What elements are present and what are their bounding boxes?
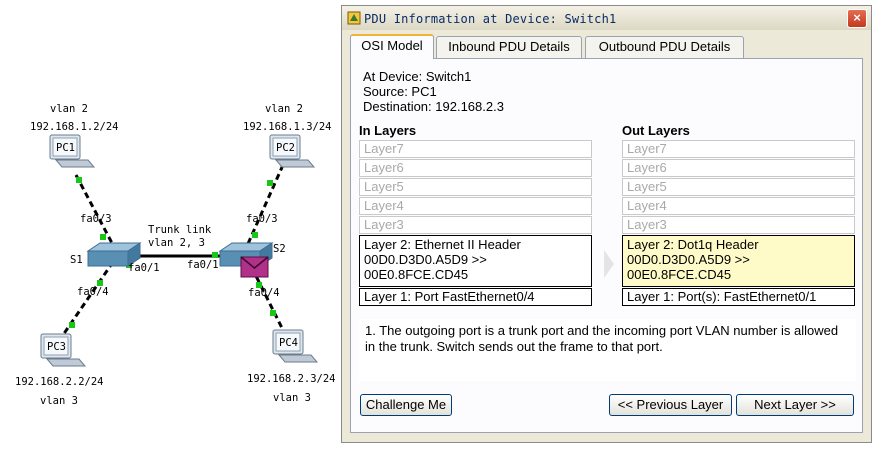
tab-osi-model[interactable]: OSI Model [350, 34, 434, 59]
out-layer-2[interactable]: Layer 2: Dot1q Header 00D0.D3D0.A5D9 >> … [622, 235, 855, 287]
in-layer-2-title: Layer 2: Ethernet II Header [364, 237, 521, 252]
out-layer-2-title: Layer 2: Dot1q Header [627, 237, 759, 252]
switch-s2-label: S2 [273, 243, 286, 255]
cable-s2-pc4 [250, 267, 285, 331]
out-layer-1[interactable]: Layer 1: Port(s): FastEthernet0/1 [622, 288, 855, 306]
dialog-title: PDU Information at Device: Switch1 [364, 12, 617, 26]
packet-tracer-icon [347, 11, 361, 25]
at-device-text: At Device: Switch1 [363, 69, 472, 84]
pc4-icon [272, 329, 319, 363]
out-layer-4[interactable]: Layer4 [622, 197, 855, 215]
network-topology[interactable]: PC1 PC2 PC3 PC4 vlan 2 192.168.1.2/24 vl… [0, 0, 340, 452]
link-light [252, 232, 258, 238]
link-light [69, 322, 75, 328]
close-button[interactable]: × [847, 9, 867, 28]
out-layer-5[interactable]: Layer5 [622, 178, 855, 196]
out-layer-6[interactable]: Layer6 [622, 159, 855, 177]
pc1-icon [49, 134, 96, 168]
pdu-info-dialog: PDU Information at Device: Switch1 × OSI… [341, 5, 872, 443]
trunk-vlans-label: vlan 2, 3 [148, 237, 205, 249]
switch-s1-icon [86, 242, 142, 267]
in-layer-6[interactable]: Layer6 [359, 159, 592, 177]
port-label: fa0/4 [77, 286, 109, 298]
tab-inbound-pdu-details[interactable]: Inbound PDU Details [436, 36, 582, 58]
pc3-vlan: vlan 3 [40, 395, 78, 407]
link-light [270, 310, 276, 316]
link-light [100, 234, 106, 240]
port-label: fa0/3 [80, 213, 112, 225]
source-text: Source: PC1 [363, 84, 437, 99]
pc1-ip: 192.168.1.2/24 [30, 121, 119, 133]
pc2-icon [269, 134, 316, 168]
in-layer-2-src-mac: 00D0.D3D0.A5D9 >> [364, 252, 487, 267]
in-layer-7[interactable]: Layer7 [359, 140, 592, 158]
pc4-vlan: vlan 3 [273, 392, 311, 404]
port-label: fa0/4 [248, 287, 280, 299]
link-light [256, 282, 262, 288]
link-light [267, 180, 273, 186]
trunk-link-label: Trunk link [148, 224, 212, 236]
in-layer-4[interactable]: Layer4 [359, 197, 592, 215]
in-layer-1[interactable]: Layer 1: Port FastEthernet0/4 [359, 288, 592, 306]
tab-outbound-pdu-details[interactable]: Outbound PDU Details [585, 36, 744, 58]
pc3-ip: 192.168.2.2/24 [15, 376, 104, 388]
pc4-label: PC4 [279, 337, 298, 349]
pc2-ip: 192.168.1.3/24 [243, 121, 332, 133]
in-layer-2-dst-mac: 00E0.8FCE.CD45 [364, 267, 469, 282]
pc3-icon [40, 333, 87, 367]
in-layers-header: In Layers [359, 123, 417, 138]
out-layers-header: Out Layers [622, 123, 690, 138]
pc2-vlan: vlan 2 [265, 103, 303, 115]
cable-pc1-s1 [74, 174, 115, 246]
switch-s1-label: S1 [70, 254, 83, 266]
in-layer-2[interactable]: Layer 2: Ethernet II Header 00D0.D3D0.A5… [359, 235, 592, 287]
pc1-vlan: vlan 2 [50, 103, 88, 115]
next-layer-button[interactable]: Next Layer >> [736, 394, 854, 416]
challenge-me-button[interactable]: Challenge Me [360, 394, 452, 416]
link-light [76, 177, 82, 183]
out-layer-2-dst-mac: 00E0.8FCE.CD45 [627, 267, 732, 282]
dialog-titlebar[interactable]: PDU Information at Device: Switch1 × [342, 6, 871, 30]
pc1-label: PC1 [56, 142, 75, 154]
out-layer-2-src-mac: 00D0.D3D0.A5D9 >> [627, 252, 750, 267]
destination-text: Destination: 192.168.2.3 [363, 99, 504, 114]
topology-links [40, 134, 319, 367]
pc4-ip: 192.168.2.3/24 [247, 373, 336, 385]
in-layer-5[interactable]: Layer5 [359, 178, 592, 196]
pc3-label: PC3 [47, 341, 66, 353]
flow-arrow-icon [604, 250, 614, 278]
link-light [97, 280, 103, 286]
link-light [212, 252, 218, 258]
port-label: fa0/1 [187, 259, 219, 271]
pc2-label: PC2 [276, 142, 295, 154]
port-label: fa0/3 [246, 213, 278, 225]
out-layer-3[interactable]: Layer3 [622, 216, 855, 234]
previous-layer-button[interactable]: << Previous Layer [609, 394, 732, 416]
port-label: fa0/1 [128, 262, 160, 274]
in-layer-3[interactable]: Layer3 [359, 216, 592, 234]
layer-description: 1. The outgoing port is a trunk port and… [359, 319, 856, 381]
osi-model-panel: At Device: Switch1 Source: PC1 Destinati… [350, 58, 863, 433]
out-layer-7[interactable]: Layer7 [622, 140, 855, 158]
envelope-icon [240, 256, 269, 278]
